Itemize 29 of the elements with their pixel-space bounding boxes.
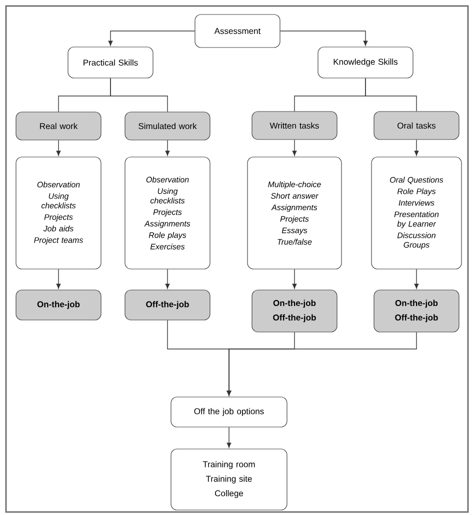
connector-arrow <box>414 268 419 289</box>
connector-arrow <box>292 139 297 156</box>
connector-arrow <box>56 268 61 289</box>
method-box: Oral tasks <box>374 111 460 140</box>
category-box: Practical Skills <box>68 46 154 78</box>
list-box: Observation Using checklists Projects Job aids Project teams <box>16 156 102 270</box>
connector-arrow <box>165 140 170 156</box>
options-list-box: Training room Training site College <box>170 448 288 510</box>
list-box: Multiple-choice Short answer Assignments Projects Essays True/false <box>247 156 342 270</box>
connector-arrow <box>280 30 368 46</box>
connector-arrow <box>226 332 417 396</box>
connector-arrow <box>108 30 196 46</box>
setting-box: On-the-job Off-the-job <box>374 290 460 332</box>
connector-arrow <box>56 140 61 156</box>
method-box: Written tasks <box>252 111 338 140</box>
setting-box: On-the-job Off-the-job <box>252 290 338 332</box>
connector-arrow <box>226 426 232 448</box>
connector-arrow <box>165 268 170 289</box>
method-box: Simulated work <box>124 112 210 140</box>
setting-box: On-the-job <box>16 290 102 320</box>
category-box: Knowledge Skills <box>318 46 414 78</box>
title-box: Assessment <box>194 14 280 48</box>
method-box: Real work <box>16 112 102 140</box>
list-box: Observation Using checklists Projects Assignments Role plays Exercises <box>124 156 210 270</box>
options-box: Off the job options <box>170 396 288 428</box>
list-box: Oral Questions Role Plays Interviews Presentation by Learner Discussion Groups <box>371 156 462 270</box>
connector-arrow <box>292 268 297 289</box>
setting-box: Off-the-job <box>124 290 210 320</box>
connector-arrow <box>414 139 419 156</box>
